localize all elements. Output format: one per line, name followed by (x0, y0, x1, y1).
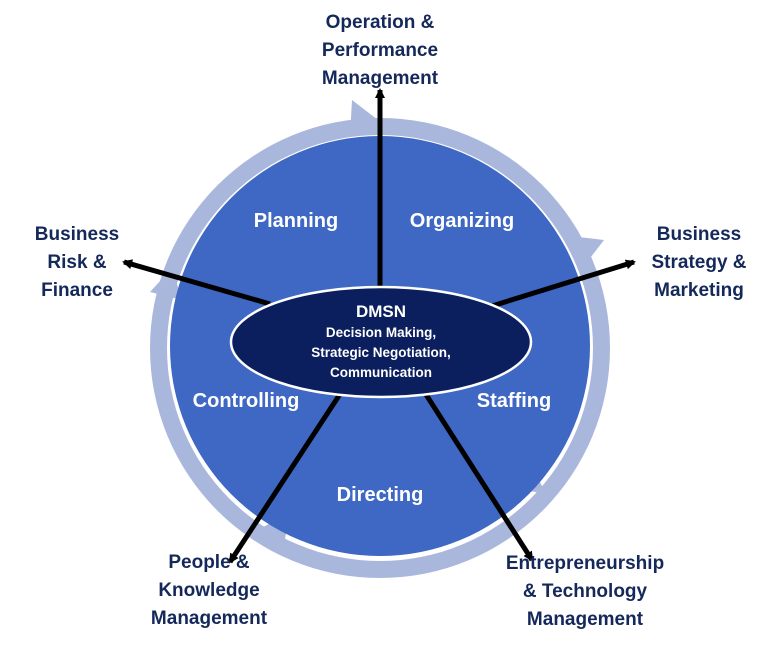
label-people-knowledge: People & Knowledge Management (151, 552, 268, 629)
label-strategy-line-3: Marketing (654, 280, 744, 301)
label-risk-line-1: Business (35, 224, 119, 245)
core-line-1: Decision Making, (326, 325, 436, 340)
label-strategy-line-1: Business (657, 224, 741, 245)
segment-label-controlling: Controlling (193, 390, 300, 412)
label-people-line-1: People & (168, 552, 250, 573)
segment-label-directing: Directing (337, 484, 424, 506)
core-line-3: Communication (330, 365, 432, 380)
label-risk-line-3: Finance (41, 280, 113, 301)
label-entrepreneurship-line-3: Management (527, 609, 644, 630)
label-people-line-3: Management (151, 608, 268, 629)
output-arrows (122, 88, 636, 564)
ring-arrow-head-top (350, 100, 378, 136)
arrow-people (227, 386, 347, 564)
core-ellipse (229, 285, 533, 399)
segment-label-staffing: Staffing (477, 390, 551, 412)
label-business-strategy: Business Strategy & Marketing (651, 224, 746, 301)
label-entrepreneurship-line-1: Entrepreneurship (506, 553, 664, 574)
label-entrepreneurship-line-2: & Technology (523, 581, 648, 602)
label-entrepreneurship-technology: Entrepreneurship & Technology Management (506, 553, 664, 630)
label-operation-line-3: Management (322, 68, 439, 89)
label-risk-line-2: Risk & (47, 252, 106, 273)
arrow-entrepreneurship (415, 380, 535, 562)
core-line-2: Strategic Negotiation, (311, 345, 451, 360)
segment-label-planning: Planning (254, 210, 338, 232)
core-title: DMSN (356, 302, 406, 321)
ring-arrow-head-right (570, 236, 604, 266)
label-strategy-line-2: Strategy & (651, 252, 746, 273)
segment-label-organizing: Organizing (410, 210, 514, 232)
label-people-line-2: Knowledge (158, 580, 259, 601)
arrow-strategy (491, 259, 636, 309)
label-operation-line-2: Performance (322, 40, 438, 61)
arrow-risk (122, 259, 271, 307)
label-operation-line-1: Operation & (326, 12, 435, 33)
core-dmsn: DMSN Decision Making, Strategic Negotiat… (229, 285, 533, 399)
label-operation-performance: Operation & Performance Management (322, 12, 439, 89)
label-business-risk: Business Risk & Finance (35, 224, 119, 301)
